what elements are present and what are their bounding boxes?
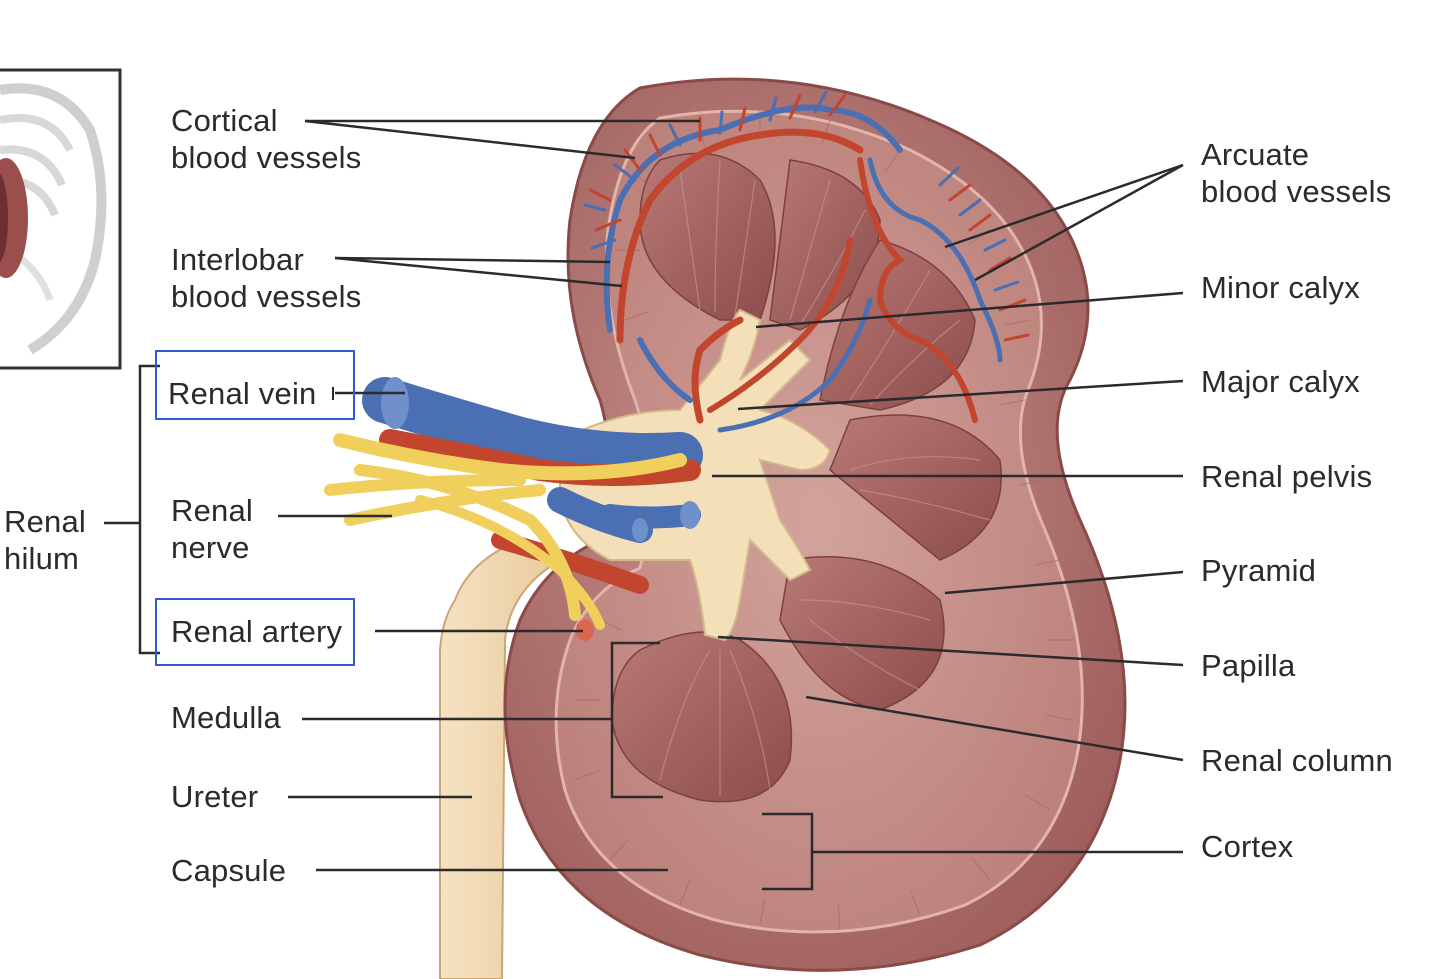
label-renal-column: Renal column [1201,743,1393,778]
label-major-calyx: Major calyx [1201,364,1360,399]
label-cortex: Cortex [1201,829,1294,864]
label-renal-artery: Renal artery [171,614,343,649]
renal-vein-highlight-box [155,350,355,420]
cortical-vessels [583,90,1030,433]
label-interlobar-blood-vessels: Interlobar blood vessels [171,242,362,314]
pyramid-striations [659,159,991,795]
renal-nerve-bundle [333,433,687,481]
hilum-vessels [324,377,703,630]
label-minor-calyx: Minor calyx [1201,270,1360,305]
leader-lines [104,119,1184,891]
label-cortical-blood-vessels: Cortical blood vessels [171,103,362,175]
inset-torso-thumbnail [0,68,122,370]
label-renal-hilum: Renal hilum [4,504,86,576]
vessel-end-caps [381,377,700,641]
renal-vein-trunk [362,377,703,479]
label-arcuate-blood-vessels: Arcuate blood vessels [1201,137,1392,209]
label-capsule: Capsule [171,853,287,888]
renal-artery-highlight-box [155,598,355,666]
label-renal-pelvis: Renal pelvis [1201,459,1373,494]
label-papilla: Papilla [1201,648,1296,683]
label-renal-vein: Renal vein [168,376,317,411]
label-ureter: Ureter [171,779,259,814]
label-medulla: Medulla [171,700,281,735]
label-pyramid: Pyramid [1201,553,1317,588]
label-renal-nerve: Renal nerve [171,493,253,565]
